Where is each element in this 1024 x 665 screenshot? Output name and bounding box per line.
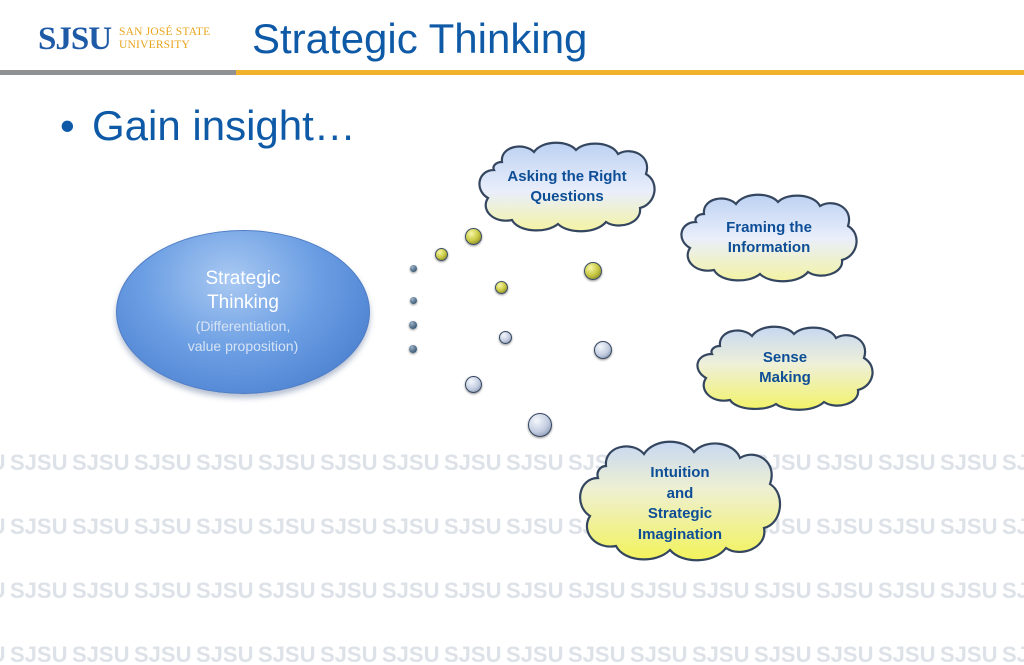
bubble-3-line-2: Making (759, 369, 811, 386)
bullet-text: Gain insight… (92, 102, 356, 149)
bullet-item: • Gain insight… (60, 100, 356, 152)
ellipse-title-line-1: Strategic (205, 268, 281, 289)
thought-bubble-dot (499, 331, 512, 344)
logo-wordmark: SJSU (38, 20, 112, 57)
thought-dot (409, 345, 417, 353)
thought-dot (409, 321, 417, 329)
bubble-2-line-1: Framing the (726, 218, 812, 236)
bubble-1-line-1: Asking the Right (507, 167, 627, 185)
sjsu-watermark-pattern: SJSU SJSU (0, 438, 1024, 665)
strategic-thinking-ellipse: Strategic Thinking (Differentiation, val… (116, 230, 370, 394)
logo-line-1: SAN JOSÉ STATE (119, 26, 211, 38)
cloud-sense-making: Sense Making (690, 322, 880, 414)
cloud-shape (696, 325, 874, 411)
cloud-framing-the-information: Framing the Information (674, 190, 864, 286)
ellipse-subtitle-line-1: (Differentiation, (195, 318, 291, 334)
bubble-3-line-1: Sense (762, 348, 808, 366)
bubble-4-line-1: Intuition (650, 464, 710, 481)
cloud-shape (478, 141, 656, 233)
header-rule-grey (0, 70, 236, 75)
bullet-symbol: • (60, 102, 75, 149)
thought-bubble-dot (465, 376, 482, 393)
cloud-intuition-and-strategic-imagination: Intuition and Strategic Imagination (572, 436, 788, 572)
thought-bubble-dot (465, 228, 482, 245)
logo-line-2: UNIVERSITY (119, 39, 191, 51)
sjsu-logo: SJSU SAN JOSÉ STATE UNIVERSITY (38, 22, 210, 56)
bubble-4-line-4: Imagination (637, 525, 723, 543)
ellipse-title-line-2: Thinking (207, 292, 279, 313)
thought-bubble-dot (528, 413, 552, 437)
bubble-4-line-2: and (666, 484, 694, 502)
cloud-shape (680, 193, 858, 283)
bubble-1-line-2: Questions (530, 188, 604, 205)
thought-bubble-dot (594, 341, 612, 359)
cloud-shape (579, 440, 782, 562)
thought-dot (410, 297, 417, 304)
header-rule-gold (236, 70, 1024, 75)
thought-dot (410, 265, 417, 272)
cloud-asking-the-right-questions: Asking the Right Questions (472, 138, 662, 236)
ellipse-subtitle-line-2: value proposition) (187, 338, 299, 354)
thought-bubble-dot (584, 262, 602, 280)
thought-bubble-dot (495, 281, 508, 294)
slide-title: Strategic Thinking (252, 15, 588, 62)
thought-bubble-dot (435, 248, 448, 261)
bubble-2-line-2: Information (727, 239, 811, 256)
logo-university-name: SAN JOSÉ STATE UNIVERSITY (119, 26, 210, 52)
bubble-4-line-3: Strategic (647, 505, 713, 522)
